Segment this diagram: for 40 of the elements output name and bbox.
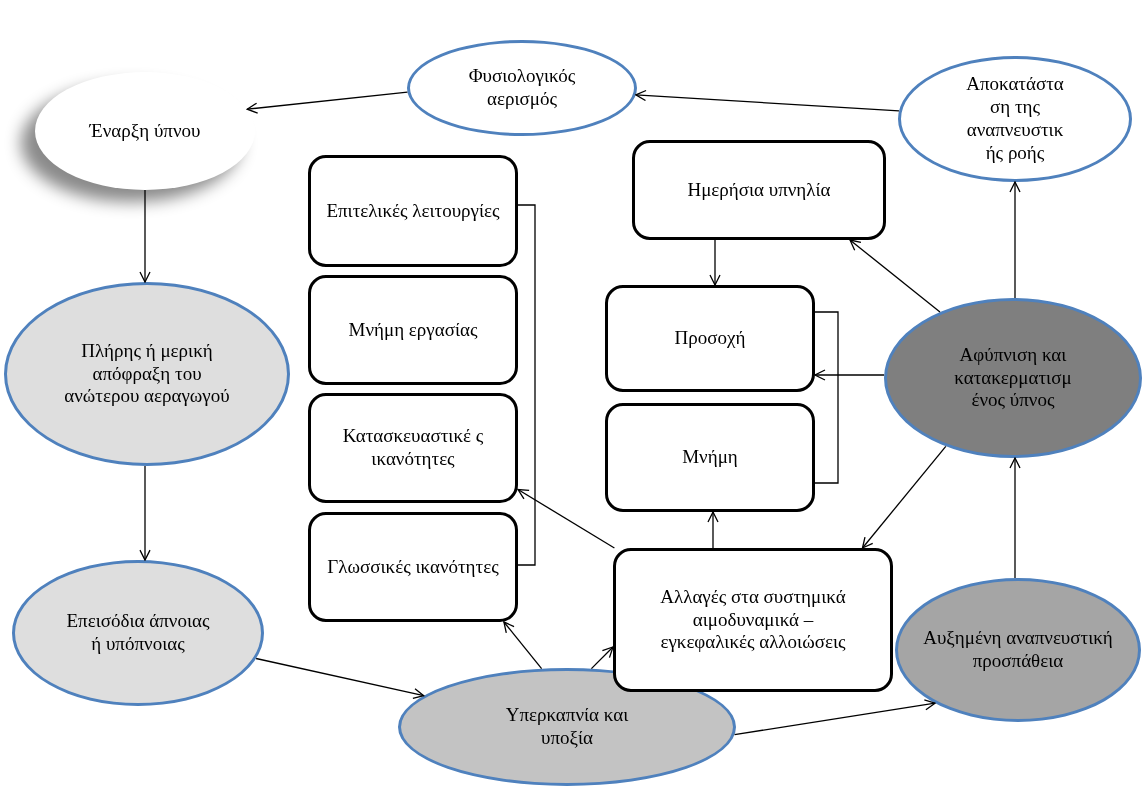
process-box <box>308 393 518 503</box>
node-label: Αυξημένη αναπνευστική προσπάθεια <box>923 627 1113 673</box>
process-box <box>605 403 815 512</box>
arrow <box>733 699 936 736</box>
node-label: Προσοχή <box>673 327 747 350</box>
arrow <box>1009 457 1021 579</box>
arrow <box>246 91 409 114</box>
arrow <box>709 239 721 286</box>
node-label: Έναρξη ύπνου <box>88 119 202 143</box>
arrow <box>590 646 614 670</box>
node-label: Επεισόδια άπνοιας ή υπόπνοιας <box>65 610 211 656</box>
process-box <box>308 275 518 385</box>
node-label: Υπερκαπνία και υποξία <box>504 704 630 750</box>
node-label: Αποκατάστα ση της αναπνευστικ ής ροής <box>965 73 1065 165</box>
arrow <box>139 465 151 561</box>
arrow <box>849 239 941 313</box>
node-label: Επιτελικές λειτουργίες <box>325 199 501 223</box>
node-label: Μνήμη εργασίας <box>347 318 479 342</box>
node-label: Φυσιολογικός αερισμός <box>467 65 577 111</box>
node-label: Μνήμη <box>681 446 739 469</box>
arrow <box>814 369 885 381</box>
process-box <box>308 155 518 267</box>
arrow <box>1009 181 1021 299</box>
node-label: Γλωσσικές ικανότητες <box>326 555 500 579</box>
process-box <box>308 512 518 622</box>
arrow <box>707 511 719 549</box>
arrow <box>861 445 947 549</box>
arrow <box>503 621 543 670</box>
arrow <box>139 189 151 283</box>
node-label: Πλήρης ή μερική απόφραξη του ανώτερου αεραγωγού <box>63 339 231 409</box>
process-box <box>613 548 893 692</box>
process-box <box>632 140 886 240</box>
arrow <box>635 89 900 112</box>
node-label: Κατασκευαστικέ ς ικανότητες <box>341 425 485 471</box>
process-box <box>605 285 815 392</box>
arrow <box>517 488 616 549</box>
arrow <box>255 657 425 700</box>
node-label: Αλλαγές στα συστημικά αιμοδυναμικά – εγκεφαλικές αλλοιώσεις <box>659 585 847 655</box>
node-label: Ημερήσια υπνηλία <box>686 178 832 202</box>
node-label: Αφύπνιση και κατακερματισμ ένος ύπνος <box>953 343 1073 413</box>
